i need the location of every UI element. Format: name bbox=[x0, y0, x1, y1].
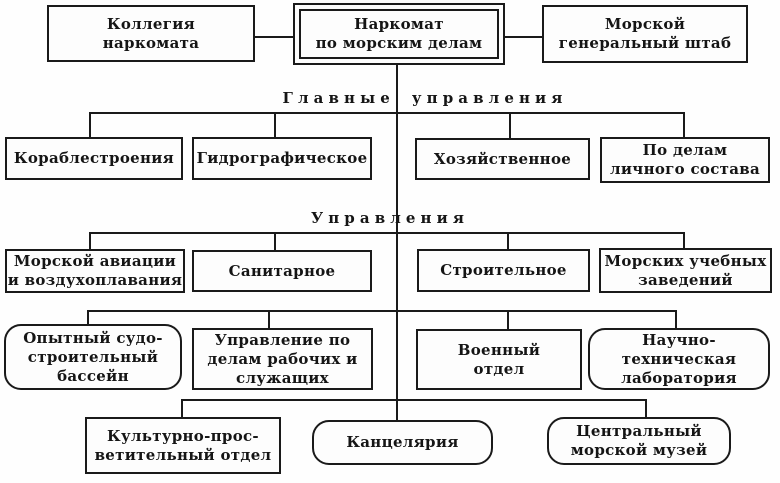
node-construction: Строительное bbox=[417, 249, 590, 292]
node-economic: Хозяйственное bbox=[415, 138, 590, 180]
node-collegium-label: Коллегия наркомата bbox=[102, 14, 200, 52]
node-commissariat-label: Наркомат по морским делам bbox=[315, 15, 483, 52]
node-cultural-department: Культурно-прос- ветительный отдел bbox=[85, 417, 281, 474]
drop-naval-aviation bbox=[89, 232, 91, 250]
section-header-directorates: Управления bbox=[310, 209, 470, 227]
node-workers-affairs-label: Управление по делам рабочих и служащих bbox=[207, 330, 358, 387]
node-personnel: По делам личного состава bbox=[600, 137, 770, 183]
node-sanitary: Санитарное bbox=[192, 250, 372, 292]
node-workers-affairs: Управление по делам рабочих и служащих bbox=[192, 328, 373, 390]
connector-collegium-commissariat bbox=[255, 36, 295, 38]
node-naval-museum: Центральный морской музей bbox=[547, 417, 731, 465]
drop-scientific-lab bbox=[675, 310, 677, 329]
node-collegium: Коллегия наркомата bbox=[47, 5, 255, 62]
node-experimental-basin-label: Опытный судо- строительный бассейн bbox=[23, 328, 163, 385]
drop-workers-affairs bbox=[268, 310, 270, 329]
drop-personnel bbox=[683, 112, 685, 138]
connector-bus-main-directorates bbox=[89, 112, 685, 114]
drop-hydrographic bbox=[274, 112, 276, 138]
connector-central-trunk bbox=[396, 64, 398, 421]
node-shipbuilding-label: Кораблестроения bbox=[13, 149, 175, 167]
connector-bus-row5 bbox=[181, 399, 647, 401]
node-naval-schools: Морских учебных заведений bbox=[599, 248, 772, 293]
drop-naval-schools bbox=[683, 232, 685, 249]
connector-bus-directorates bbox=[89, 232, 685, 234]
drop-military-department bbox=[507, 310, 509, 330]
drop-naval-museum bbox=[645, 399, 647, 418]
section-header-main-directorates: Главные управления bbox=[282, 89, 568, 107]
drop-experimental-basin bbox=[87, 310, 89, 325]
drop-cultural-department bbox=[181, 399, 183, 418]
node-naval-aviation: Морской авиации и воздухоплавания bbox=[5, 249, 185, 293]
node-naval-museum-label: Центральный морской музей bbox=[570, 422, 708, 459]
connector-bus-row4 bbox=[87, 310, 677, 312]
node-hydrographic-label: Гидрографическое bbox=[196, 149, 368, 167]
node-general-staff: Морской генеральный штаб bbox=[542, 5, 748, 63]
node-cultural-department-label: Культурно-прос- ветительный отдел bbox=[94, 426, 272, 464]
node-sanitary-label: Санитарное bbox=[228, 261, 336, 280]
node-experimental-basin: Опытный судо- строительный бассейн bbox=[4, 324, 182, 390]
node-naval-aviation-label: Морской авиации и воздухоплавания bbox=[7, 252, 183, 289]
node-hydrographic: Гидрографическое bbox=[192, 137, 372, 180]
connector-commissariat-staff bbox=[503, 36, 544, 38]
node-scientific-lab-label: Научно- техническая лаборатория bbox=[621, 330, 737, 387]
node-general-staff-label: Морской генеральный штаб bbox=[558, 15, 732, 52]
node-naval-schools-label: Морских учебных заведений bbox=[604, 251, 767, 289]
node-economic-label: Хозяйственное bbox=[433, 149, 572, 168]
node-shipbuilding: Кораблестроения bbox=[5, 137, 183, 180]
node-commissariat-inner-border: Наркомат по морским делам bbox=[299, 9, 499, 59]
node-personnel-label: По делам личного состава bbox=[609, 141, 760, 178]
node-chancellery-label: Канцелярия bbox=[346, 433, 459, 451]
node-chancellery: Канцелярия bbox=[312, 420, 493, 465]
node-scientific-lab: Научно- техническая лаборатория bbox=[588, 328, 770, 390]
node-commissariat: Наркомат по морским делам bbox=[293, 3, 505, 65]
node-military-department-label: Военный отдел bbox=[457, 340, 541, 378]
drop-shipbuilding bbox=[89, 112, 91, 138]
drop-construction bbox=[507, 232, 509, 250]
drop-sanitary bbox=[274, 232, 276, 251]
drop-economic bbox=[509, 112, 511, 139]
node-military-department: Военный отдел bbox=[416, 329, 582, 390]
node-construction-label: Строительное bbox=[440, 261, 567, 279]
